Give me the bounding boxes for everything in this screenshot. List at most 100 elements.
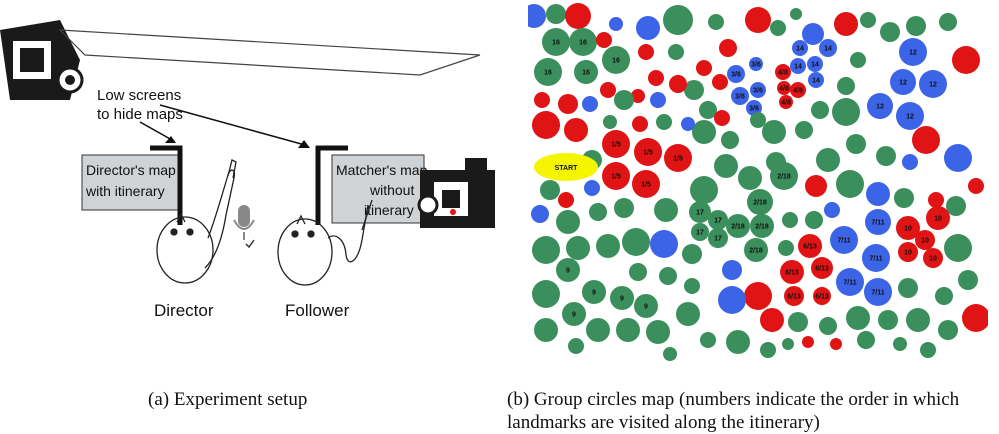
landmark-order-label: 7/11	[871, 290, 884, 297]
green-landmark-circle	[738, 166, 762, 190]
red-landmark-circle	[631, 89, 645, 103]
green-landmark-circle	[690, 176, 718, 204]
green-landmark-circle	[546, 4, 566, 24]
blue-landmark-circle	[944, 144, 972, 172]
blue-landmark-circle	[750, 82, 766, 98]
blue-landmark-circle	[865, 209, 891, 235]
landmark-order-label: 7/11	[843, 280, 856, 287]
landmark-order-label: 12	[876, 104, 884, 111]
green-landmark-circle	[938, 320, 958, 340]
green-landmark-circle	[556, 258, 580, 282]
green-landmark-circle	[691, 223, 709, 241]
green-landmark-circle	[629, 263, 647, 281]
blue-landmark-circle	[650, 230, 678, 258]
landmark-order-label: 17	[714, 236, 722, 243]
landmark-order-label: 14	[796, 46, 804, 53]
landmark-order-label: 7/11	[869, 256, 882, 263]
red-landmark-circle	[834, 12, 858, 36]
blue-landmark-circle	[731, 87, 749, 105]
blue-landmark-circle	[802, 23, 824, 45]
green-landmark-circle	[540, 180, 560, 200]
green-landmark-circle	[760, 342, 776, 358]
green-landmark-circle	[811, 101, 829, 119]
green-landmark-circle	[684, 80, 704, 100]
red-landmark-circle	[912, 126, 940, 154]
green-landmark-circle	[596, 234, 620, 258]
red-landmark-circle	[926, 206, 950, 230]
red-landmark-circle	[634, 138, 662, 166]
green-landmark-circle	[708, 210, 728, 230]
green-landmark-circle	[684, 278, 700, 294]
blue-landmark-circle	[902, 154, 918, 170]
landmark-order-label: 3/6	[749, 106, 759, 113]
director-label: Director	[154, 301, 214, 320]
green-landmark-circle	[532, 236, 560, 264]
red-landmark-circle	[813, 287, 831, 305]
blue-landmark-circle	[727, 65, 745, 83]
blue-landmark-circle	[531, 205, 549, 223]
green-landmark-circle	[568, 338, 584, 354]
blue-landmark-circle	[650, 92, 666, 108]
follower-label: Follower	[285, 301, 350, 320]
landmark-order-label: 3/6	[751, 62, 761, 69]
microphone-icon	[233, 205, 255, 249]
landmark-order-label: 1/5	[673, 156, 683, 163]
landmark-order-label: 10	[921, 238, 929, 245]
green-landmark-circle	[603, 115, 617, 129]
landmark-order-label: 17	[696, 210, 704, 217]
landmark-order-label: 16	[579, 40, 587, 47]
landmark-order-label: 9	[644, 304, 648, 311]
green-landmark-circle	[534, 318, 558, 342]
green-landmark-circle	[819, 317, 837, 335]
green-landmark-circle	[894, 188, 914, 208]
landmark-order-label: 9	[592, 290, 596, 297]
green-landmark-circle	[586, 318, 610, 342]
green-landmark-circle	[708, 14, 724, 30]
green-landmark-circle	[656, 114, 672, 130]
landmark-order-label: 10	[929, 256, 937, 263]
green-landmark-circle	[646, 320, 670, 344]
green-landmark-circle	[747, 189, 773, 215]
landmark-order-label: 16	[544, 70, 552, 77]
low-screens-label-2: to hide maps	[97, 106, 183, 123]
red-landmark-circle	[760, 308, 784, 332]
green-landmark-circle	[726, 330, 750, 354]
green-landmark-circle	[958, 270, 978, 290]
red-landmark-circle	[896, 216, 920, 240]
red-landmark-circle	[558, 94, 578, 114]
landmark-order-label: 2/18	[749, 248, 763, 255]
landmark-order-label: 2/18	[731, 224, 745, 231]
blue-landmark-circle	[718, 286, 746, 314]
landmark-order-label: 6/13	[787, 294, 801, 301]
landmark-order-label: 6/13	[785, 270, 799, 277]
red-landmark-circle	[923, 248, 943, 268]
green-landmark-circle	[850, 52, 866, 68]
green-landmark-circle	[770, 162, 798, 190]
blue-landmark-circle	[722, 260, 742, 280]
landmark-order-label: 12	[899, 80, 907, 87]
landmark-order-label: 12	[906, 114, 914, 121]
blue-landmark-circle	[830, 226, 858, 254]
blue-landmark-circle	[582, 96, 598, 112]
green-landmark-circle	[920, 342, 936, 358]
landmark-order-label: 17	[696, 230, 704, 237]
red-landmark-circle	[805, 175, 827, 197]
green-landmark-circle	[663, 347, 677, 361]
landmark-order-label: 1/5	[641, 182, 651, 189]
director-map-label-2: with itinerary	[85, 183, 165, 199]
red-landmark-circle	[962, 304, 988, 332]
green-landmark-circle	[689, 201, 711, 223]
low-screens-label: Low screens	[97, 87, 181, 104]
green-landmark-circle	[708, 228, 728, 248]
landmark-order-label: 6/13	[815, 294, 829, 301]
blue-landmark-circle	[896, 102, 924, 130]
landmark-order-label: 9	[566, 268, 570, 275]
green-landmark-circle	[836, 170, 864, 198]
red-landmark-circle	[632, 116, 648, 132]
arrow-head-icon	[298, 140, 310, 148]
arrow-head-icon	[165, 136, 176, 143]
red-landmark-circle	[596, 32, 612, 48]
red-landmark-circle	[777, 81, 791, 95]
blue-landmark-circle	[899, 38, 927, 66]
